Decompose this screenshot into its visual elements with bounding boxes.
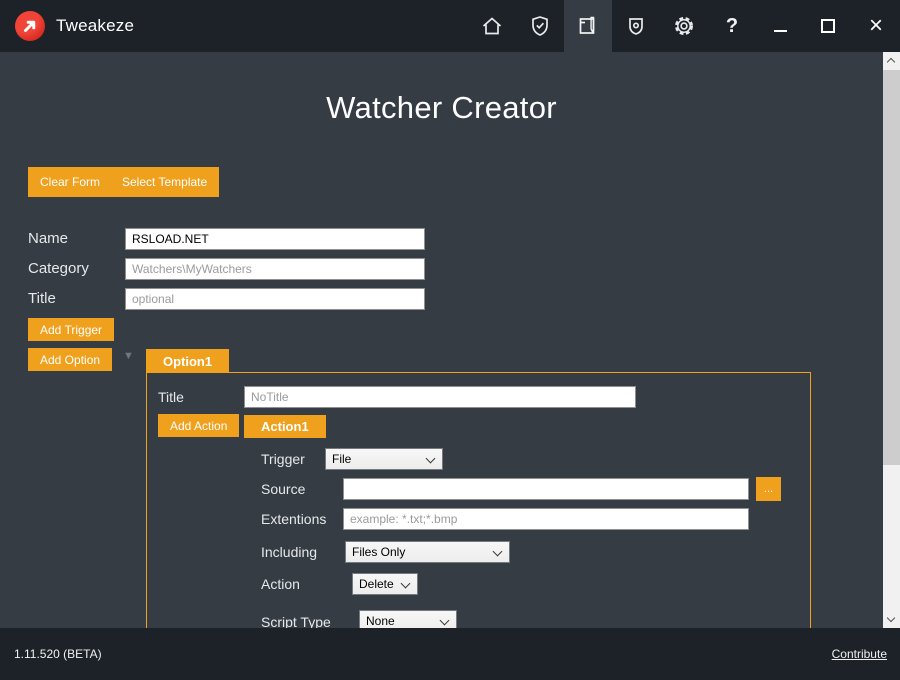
script-type-label: Script Type (261, 614, 331, 628)
vertical-scrollbar[interactable] (883, 52, 900, 628)
version-text: 1.11.520 (BETA) (14, 647, 102, 661)
tab-action1[interactable]: Action1 (244, 415, 326, 438)
action-select-value: Delete (359, 577, 394, 591)
add-action-button[interactable]: Add Action (158, 414, 240, 437)
name-label: Name (28, 230, 69, 247)
watcher-editor-icon[interactable] (564, 0, 612, 52)
scroll-up-button[interactable] (883, 52, 900, 69)
action-select[interactable]: Delete (352, 573, 418, 595)
browse-source-button[interactable]: ... (756, 477, 781, 501)
including-label: Including (261, 544, 318, 560)
trigger-select-value: File (332, 452, 352, 466)
add-option-button[interactable]: Add Option (28, 348, 113, 371)
including-select[interactable]: Files Only (345, 541, 510, 563)
select-template-button[interactable]: Select Template (110, 167, 220, 197)
name-input[interactable] (125, 228, 425, 250)
option-title-label: Title (158, 389, 184, 405)
app-title: Tweakeze (56, 16, 135, 35)
close-icon: × (868, 12, 883, 39)
including-select-value: Files Only (352, 545, 406, 559)
titlebar: Tweakeze (0, 0, 900, 52)
titlebar-nav: ? × (468, 0, 900, 52)
script-type-select[interactable]: None (359, 610, 457, 628)
maximize-button[interactable] (804, 0, 852, 52)
clear-form-button[interactable]: Clear Form (28, 167, 113, 197)
title-label: Title (28, 290, 56, 307)
category-input[interactable] (125, 258, 425, 280)
minimize-button[interactable] (756, 0, 804, 52)
trigger-label: Trigger (261, 451, 305, 467)
page-title: Watcher Creator (326, 90, 557, 125)
shield-check-icon[interactable] (516, 0, 564, 52)
scroll-down-button[interactable] (883, 611, 900, 628)
action-label: Action (261, 576, 300, 592)
app-logo-icon (15, 11, 45, 41)
minimize-icon (773, 30, 787, 32)
settings-gear-icon[interactable] (660, 0, 708, 52)
collapse-option-icon[interactable]: ▼ (123, 350, 134, 362)
help-glyph: ? (725, 14, 739, 37)
statusbar: 1.11.520 (BETA) Contribute (0, 628, 900, 680)
chevron-down-icon (886, 613, 896, 623)
extentions-input[interactable] (343, 508, 749, 530)
script-type-select-value: None (366, 614, 395, 628)
category-label: Category (28, 260, 89, 277)
option-title-input[interactable] (244, 386, 636, 408)
chevron-down-icon (400, 578, 411, 589)
add-trigger-button[interactable]: Add Trigger (28, 318, 115, 341)
shield-bug-icon[interactable] (612, 0, 660, 52)
chevron-down-icon (425, 453, 436, 464)
chevron-down-icon (439, 615, 450, 626)
close-button[interactable]: × (852, 0, 900, 52)
chevron-up-icon (886, 57, 896, 67)
help-icon[interactable]: ? (708, 0, 756, 52)
trigger-select[interactable]: File (325, 448, 443, 470)
home-icon[interactable] (468, 0, 516, 52)
main-content: Watcher Creator Clear Form Select Templa… (0, 52, 883, 628)
extentions-label: Extentions (261, 511, 327, 527)
chevron-down-icon (492, 546, 503, 557)
scrollbar-thumb[interactable] (883, 70, 900, 465)
maximize-icon (821, 19, 835, 33)
title-input[interactable] (125, 288, 425, 310)
source-input[interactable] (343, 478, 749, 500)
contribute-link[interactable]: Contribute (831, 647, 887, 661)
source-label: Source (261, 481, 306, 497)
tab-option1[interactable]: Option1 (146, 349, 230, 373)
option1-panel (146, 372, 811, 628)
